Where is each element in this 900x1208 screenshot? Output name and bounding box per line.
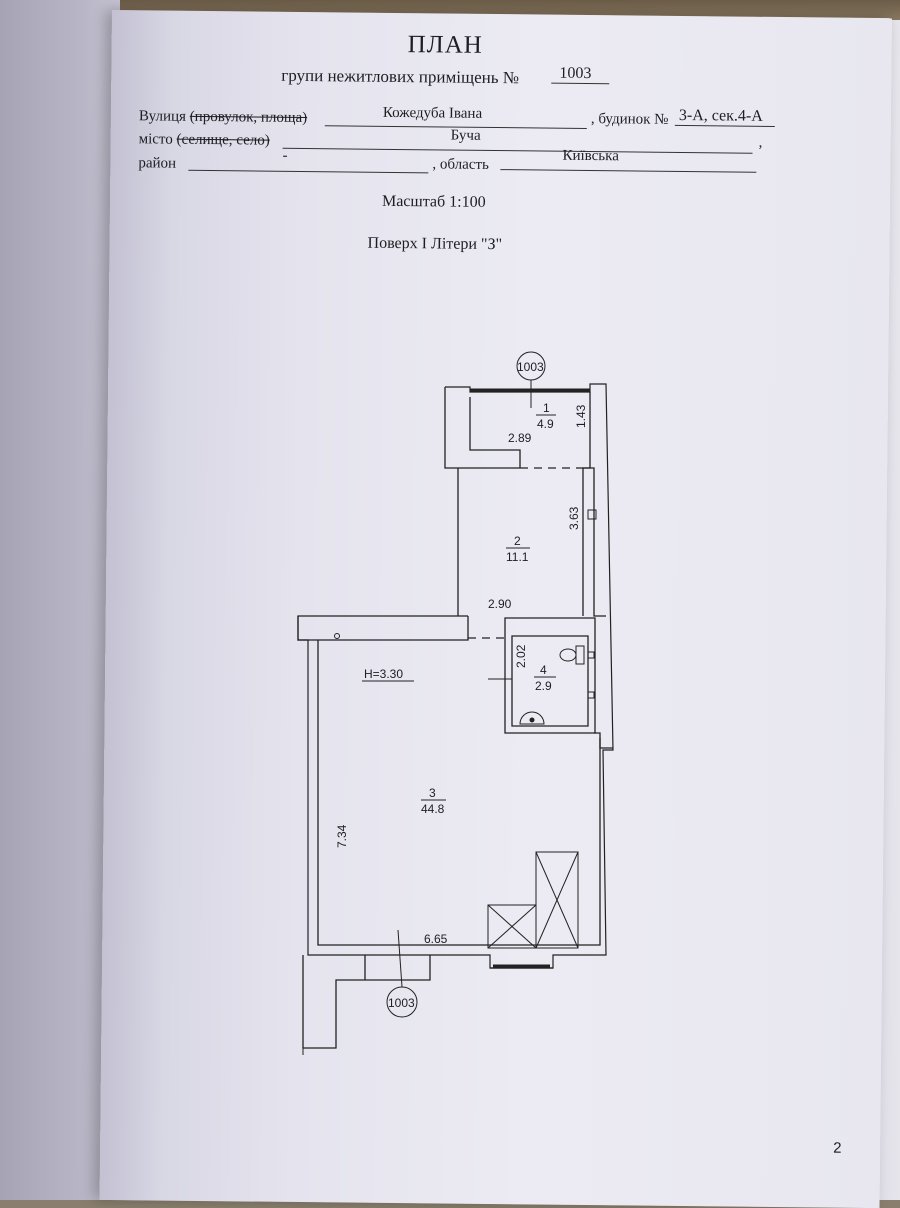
vent-icon	[587, 509, 597, 520]
marker-bottom-label: 1003	[388, 996, 415, 1010]
corridor-wall	[297, 616, 601, 946]
room-3-number: 3	[429, 786, 436, 800]
bottom-wall	[302, 955, 553, 1049]
shower-icon	[519, 711, 545, 725]
shower-drain-icon	[529, 717, 535, 723]
page-behind-left	[0, 0, 120, 1200]
room-2-number: 2	[514, 534, 521, 548]
dim-3-63: 3.63	[567, 506, 581, 530]
room-1-number: 1	[543, 401, 550, 415]
bathroom-wall	[504, 617, 596, 734]
room-3-area: 44.8	[421, 802, 445, 816]
fixtures	[334, 509, 597, 968]
plan-walls	[297, 383, 614, 1049]
dim-2-02: 2.02	[514, 644, 528, 668]
dim-6-65: 6.65	[424, 932, 448, 946]
ceiling-height: H=3.30	[364, 667, 403, 681]
toilet-bowl-icon	[559, 648, 577, 662]
shaft-box-upper-x2	[535, 851, 579, 949]
shaft-box-upper	[535, 851, 579, 949]
room-4-area: 2.9	[535, 679, 552, 693]
room1-inner-wall	[444, 387, 591, 616]
markers	[302, 351, 546, 1055]
room-2-area: 11.1	[506, 550, 529, 564]
room-1-area: 4.9	[537, 417, 554, 431]
dim-2-89: 2.89	[508, 431, 532, 445]
dim-7-34: 7.34	[335, 824, 349, 848]
dim-2-90: 2.90	[488, 597, 512, 611]
marker-bottom-leader	[397, 929, 403, 988]
room-4-number: 4	[540, 663, 547, 677]
shaft-box-lower	[487, 904, 537, 949]
shaft-box-lower-x2	[487, 904, 537, 949]
outlet-icon-1	[587, 651, 595, 659]
dim-1-43: 1.43	[574, 404, 588, 428]
shaft-crosses	[487, 851, 579, 949]
outlet-icon-2	[587, 691, 595, 699]
riser-icon	[334, 633, 340, 639]
right-outer-wall	[583, 467, 613, 749]
marker-top-label: 1003	[517, 360, 544, 374]
toilet-tank-icon	[575, 645, 585, 665]
plan-dashed-openings	[468, 467, 583, 639]
plan-labels: 1003 1003 1 4.9 2 11.1 3 44.8 4 2.9 H=3.…	[335, 360, 588, 1010]
